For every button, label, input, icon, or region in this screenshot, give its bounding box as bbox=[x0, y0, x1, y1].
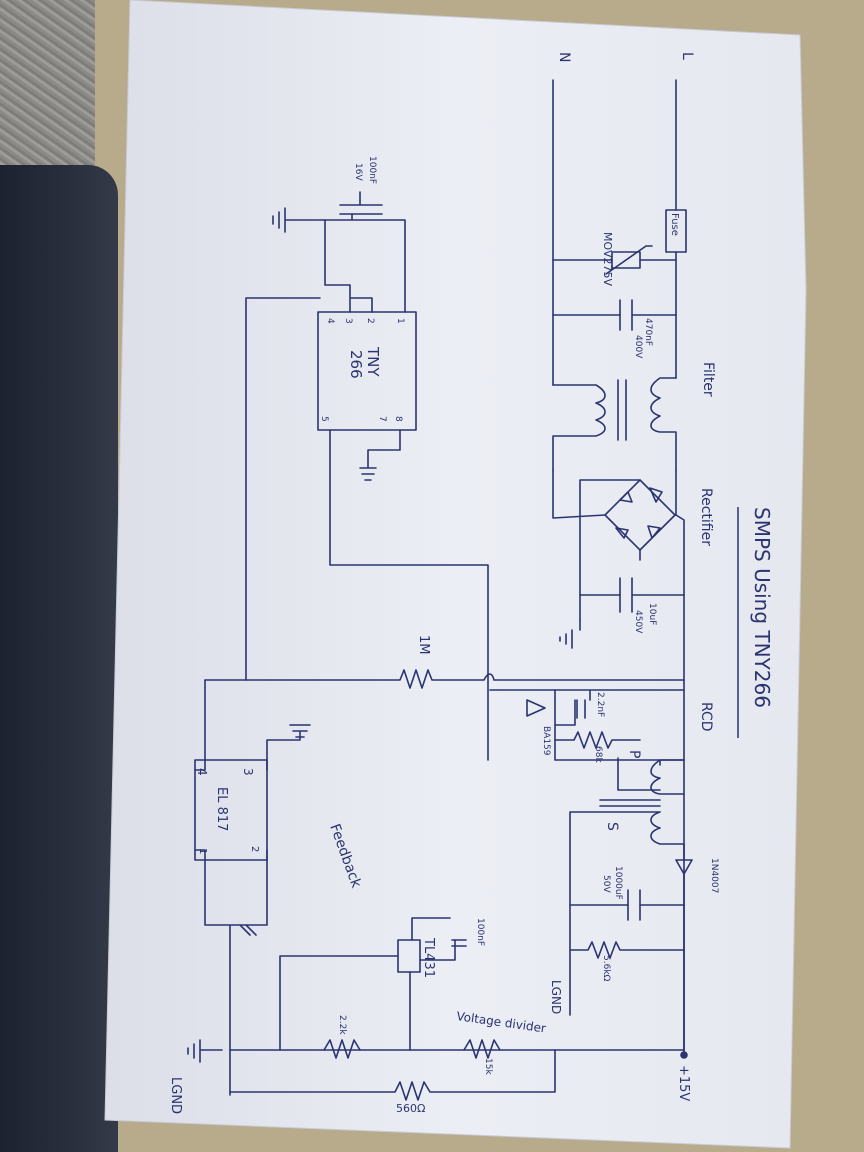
label-fuse: Fuse bbox=[669, 213, 680, 236]
label-snubber-diode: BA159 bbox=[541, 726, 551, 756]
label-comp-cap: 100nF bbox=[475, 918, 485, 946]
label-bleeder: 5.6kΩ bbox=[601, 955, 611, 982]
label-xcap-value: 470nF bbox=[643, 318, 653, 346]
snubber-cap-plates bbox=[576, 699, 586, 719]
ground-ic bbox=[272, 207, 326, 233]
secondary-winding bbox=[569, 811, 685, 1016]
label-bypass-cap-voltage: 16V bbox=[353, 163, 363, 181]
snubber-diode bbox=[489, 689, 556, 717]
fuse-symbol bbox=[665, 209, 687, 253]
label-filter: Filter bbox=[700, 362, 716, 397]
comp-cap bbox=[451, 939, 467, 947]
label-divider-lower: 2.2k bbox=[337, 1015, 347, 1035]
label-output-voltage: +15V bbox=[676, 1065, 691, 1101]
divider-upper-resistor bbox=[463, 1039, 501, 1059]
ground-bulk bbox=[559, 619, 581, 649]
divider-lower-resistor bbox=[323, 1039, 361, 1059]
rcd-wires bbox=[554, 689, 685, 761]
label-opto-pin4: 4 bbox=[195, 768, 209, 776]
label-primary: P bbox=[626, 750, 642, 758]
bias-resistor bbox=[204, 669, 685, 689]
label-bias-resistor: 1M bbox=[416, 635, 431, 655]
label-divider-upper: 15k bbox=[483, 1058, 493, 1075]
label-output-cap-voltage: 50V bbox=[601, 875, 611, 893]
opto-series-resistor bbox=[229, 1049, 556, 1101]
primary-winding bbox=[617, 757, 685, 795]
bypass-cap-plates bbox=[339, 191, 383, 215]
label-output-cap-value: 1000uF bbox=[613, 866, 623, 900]
choke-core bbox=[617, 379, 627, 441]
wire-drain bbox=[329, 429, 489, 761]
label-ic-line2: 266 bbox=[347, 350, 365, 379]
bleeder-resistor bbox=[569, 941, 685, 959]
label-opto: EL 817 bbox=[214, 787, 229, 831]
label-line: L bbox=[679, 52, 695, 60]
label-rcd: RCD bbox=[698, 702, 714, 732]
choke-winding-left bbox=[552, 384, 606, 471]
ic-body bbox=[317, 311, 417, 431]
wire-bias-to-ic bbox=[245, 297, 321, 681]
transformer-core bbox=[599, 799, 661, 807]
output-cap-plates bbox=[627, 889, 641, 921]
label-ic-pin7: 7 bbox=[377, 416, 387, 422]
label-ic-pin4: 4 bbox=[325, 318, 335, 324]
desk-stone-texture bbox=[0, 0, 95, 190]
label-mov: MOV275V bbox=[601, 232, 614, 286]
label-bulk-cap-value: 10uF bbox=[647, 603, 657, 625]
choke-winding-right bbox=[650, 377, 677, 471]
label-rectifier: Rectifier bbox=[698, 488, 714, 546]
label-tl431: TL431 bbox=[421, 937, 436, 978]
label-secondary: S bbox=[604, 822, 620, 831]
label-neutral: N bbox=[556, 52, 572, 62]
mov-symbol bbox=[611, 251, 641, 269]
label-opto-pin2: 2 bbox=[249, 846, 260, 852]
snubber-resistor bbox=[554, 731, 641, 749]
label-ic-pin8: 8 bbox=[393, 416, 403, 422]
label-ic-pin1: 1 bbox=[395, 318, 405, 324]
label-ic-line1: TNY bbox=[364, 346, 382, 377]
schematic-title: SMPS Using TNY266 bbox=[750, 507, 774, 708]
label-lgnd-left: LGND bbox=[168, 1077, 183, 1114]
ground-opto bbox=[289, 724, 311, 738]
ground-lgnd bbox=[187, 1039, 223, 1063]
label-bypass-cap-value: 100nF bbox=[367, 156, 377, 184]
dark-cloth bbox=[0, 165, 118, 1152]
opto-body bbox=[194, 759, 268, 861]
xcap-plates bbox=[619, 299, 633, 331]
label-snubber-cap: 2.2nF bbox=[595, 692, 605, 717]
output-diode bbox=[675, 843, 693, 1051]
label-snubber-res: 68k bbox=[593, 746, 603, 763]
label-output-diode: 1N4007 bbox=[709, 858, 719, 893]
paper-sheet bbox=[104, 0, 807, 1149]
output-terminal bbox=[680, 1051, 688, 1059]
label-ic-pin5: 5 bbox=[319, 416, 329, 422]
label-lgnd-right: LGND bbox=[549, 980, 563, 1014]
label-ic-pin2: 2 bbox=[365, 318, 375, 324]
bulk-cap-plates bbox=[619, 577, 633, 613]
bridge-diodes bbox=[615, 487, 663, 539]
label-ic-pin3: 3 bbox=[343, 318, 353, 324]
label-bulk-cap-voltage: 450V bbox=[633, 610, 643, 634]
label-opto-pin3: 3 bbox=[241, 768, 255, 776]
label-opto-pin1: 1 bbox=[197, 848, 208, 854]
label-opto-series-res: 560Ω bbox=[396, 1102, 425, 1115]
label-xcap-voltage: 400V bbox=[633, 335, 643, 359]
